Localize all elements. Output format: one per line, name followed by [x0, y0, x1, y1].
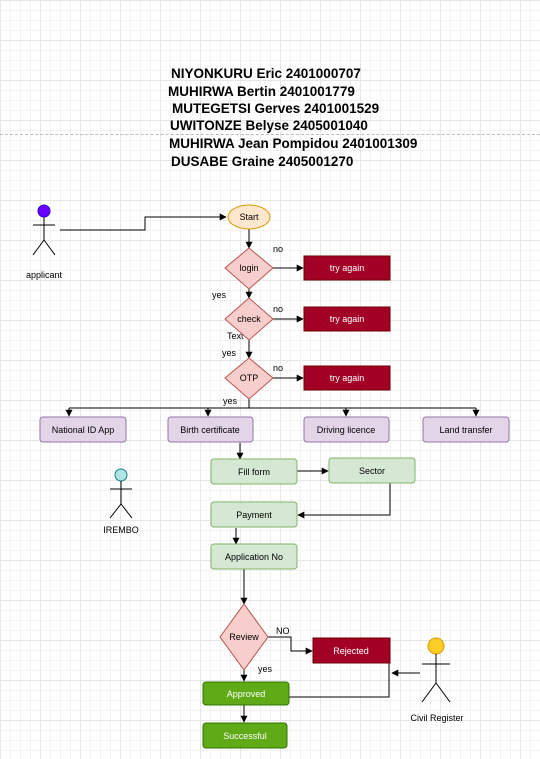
process-fill-form-label: Fill form [238, 467, 270, 477]
service-land-transfer[interactable]: Land transfer [422, 416, 510, 443]
process-fill-form[interactable]: Fill form [210, 458, 298, 485]
service-driving-licence[interactable]: Driving licence [303, 416, 390, 443]
decision-check[interactable]: check [224, 297, 274, 341]
page-break-line [0, 134, 540, 135]
edge-applicant-start [60, 213, 227, 231]
service-driving-licence-label: Driving licence [317, 425, 376, 435]
process-sector-label: Sector [359, 466, 385, 476]
process-application-no[interactable]: Application No [210, 543, 298, 570]
decision-login[interactable]: login [224, 247, 274, 290]
edge-label-yes: yes [258, 664, 273, 674]
decision-review-label: Review [229, 632, 259, 642]
decision-check-label: check [237, 314, 261, 324]
status-approved-label: Approved [227, 689, 266, 699]
edge-label-yes: yes [222, 348, 237, 358]
actor-label-civil-register: Civil Register [410, 713, 463, 723]
edges [60, 213, 480, 723]
edge-rejected-approved [289, 662, 390, 698]
decision-review[interactable]: Review [219, 603, 269, 671]
status-successful-label: Successful [223, 731, 267, 741]
edge-label-no: no [273, 363, 283, 373]
edge-label-no: no [273, 244, 283, 254]
edge-label-no-upper: NO [276, 626, 290, 636]
decision-otp-label: OTP [240, 373, 259, 383]
try-again-label: try again [330, 263, 365, 273]
actor-label-irembo: IREMBO [103, 525, 139, 535]
author-line: DUSABE Graine 2405001270 [171, 154, 354, 169]
node-start-label: Start [239, 212, 259, 222]
actor-civil-register[interactable] [421, 637, 451, 703]
author-line: UWITONZE Belyse 2405001040 [170, 118, 368, 133]
decision-login-label: login [239, 263, 258, 273]
try-again-label: try again [330, 373, 365, 383]
edge-labels: no yes no Text yes no yes NO yes [212, 244, 290, 674]
status-approved[interactable]: Approved [202, 681, 290, 706]
author-line: MUHIRWA Bertin 2401001779 [168, 84, 355, 99]
service-national-id-app[interactable]: National ID App [39, 416, 127, 443]
service-birth-certificate-label: Birth certificate [180, 425, 240, 435]
decision-otp[interactable]: OTP [224, 357, 274, 400]
edge-label-yes: yes [212, 290, 227, 300]
service-land-transfer-label: Land transfer [439, 425, 492, 435]
status-successful[interactable]: Successful [202, 722, 288, 749]
edge-label-yes: yes [223, 396, 238, 406]
actor-irembo[interactable] [109, 468, 133, 519]
author-line: MUHIRWA Jean Pompidou 2401001309 [169, 136, 418, 151]
try-again-check[interactable]: try again [303, 306, 391, 332]
node-start[interactable]: Start [227, 204, 271, 230]
process-application-no-label: Application No [225, 552, 283, 562]
edge-label-text: Text [227, 331, 244, 341]
service-national-id-label: National ID App [52, 425, 115, 435]
actor-label-applicant: applicant [26, 270, 63, 280]
try-again-login[interactable]: try again [303, 255, 391, 281]
process-payment[interactable]: Payment [210, 501, 298, 528]
edge-sector-payment [297, 483, 391, 519]
author-line: MUTEGETSI Gerves 2401001529 [172, 101, 380, 116]
try-again-label: try again [330, 314, 365, 324]
try-again-otp[interactable]: try again [303, 365, 391, 391]
edge-review-rejected [268, 636, 313, 655]
status-rejected-label: Rejected [333, 646, 369, 656]
actor-applicant[interactable] [32, 204, 56, 256]
process-sector[interactable]: Sector [328, 457, 416, 484]
process-payment-label: Payment [236, 510, 272, 520]
author-line: NIYONKURU Eric 2401000707 [171, 66, 361, 81]
service-birth-certificate[interactable]: Birth certificate [167, 416, 254, 443]
status-rejected[interactable]: Rejected [312, 637, 391, 664]
edge-label-no: no [273, 304, 283, 314]
